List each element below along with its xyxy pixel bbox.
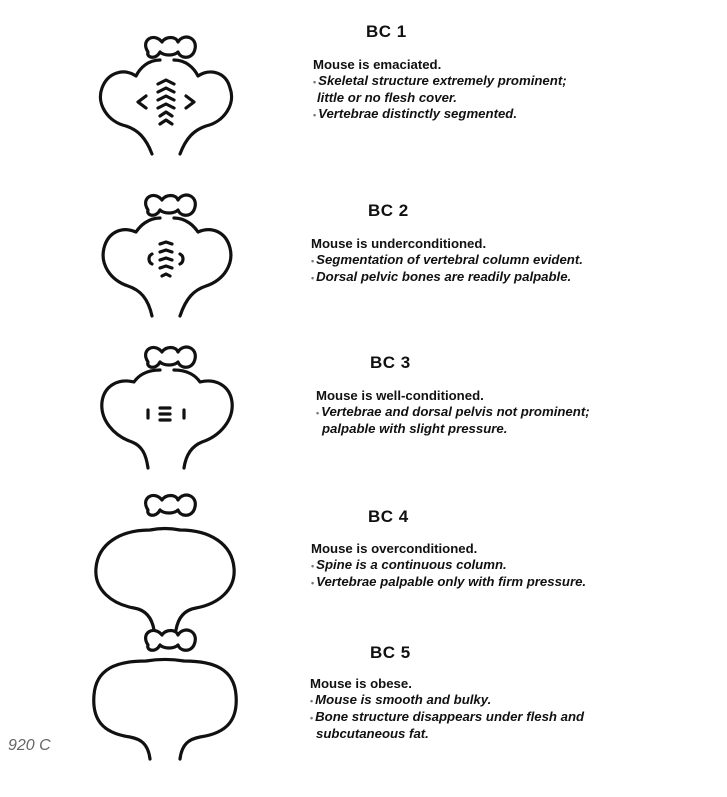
score-description-bc2: Mouse is underconditioned. •Segmentation… [311, 236, 721, 286]
score-lead-bc5: Mouse is obese. [310, 676, 720, 692]
score-bullet: little or no flesh cover. [313, 90, 713, 106]
score-bullet: •Spine is a continuous column. [311, 557, 721, 574]
score-bullet: •Dorsal pelvic bones are readily palpabl… [311, 269, 721, 286]
score-lead-bc3: Mouse is well-conditioned. [316, 388, 726, 404]
score-description-bc4: Mouse is overconditioned. •Spine is a co… [311, 541, 721, 591]
mouse-bc1-illustration [90, 30, 240, 180]
score-bullet: subcutaneous fat. [310, 726, 720, 742]
score-heading-bc3: BC 3 [370, 353, 411, 373]
score-bullet: palpable with slight pressure. [316, 421, 726, 437]
score-bullet: •Mouse is smooth and bulky. [310, 692, 720, 709]
score-description-bc1: Mouse is emaciated. •Skeletal structure … [313, 57, 713, 123]
mouse-bc3-illustration [90, 340, 240, 490]
score-heading-bc1: BC 1 [366, 22, 407, 42]
mouse-bc5-illustration [90, 625, 240, 775]
score-heading-bc4: BC 4 [368, 507, 409, 527]
mouse-bc4-illustration [90, 490, 240, 640]
side-note-text: 920 C [8, 737, 51, 755]
score-description-bc5: Mouse is obese. •Mouse is smooth and bul… [310, 676, 720, 742]
score-bullet: •Vertebrae palpable only with firm press… [311, 574, 721, 591]
score-lead-bc2: Mouse is underconditioned. [311, 236, 721, 252]
score-heading-bc5: BC 5 [370, 643, 411, 663]
score-heading-bc2: BC 2 [368, 201, 409, 221]
score-bullet: •Skeletal structure extremely prominent; [313, 73, 713, 90]
score-bullet: •Vertebrae distinctly segmented. [313, 106, 713, 123]
score-description-bc3: Mouse is well-conditioned. •Vertebrae an… [316, 388, 726, 437]
score-bullet: •Bone structure disappears under flesh a… [310, 709, 720, 726]
mouse-bc2-illustration [90, 190, 240, 340]
score-lead-bc4: Mouse is overconditioned. [311, 541, 721, 557]
score-lead-bc1: Mouse is emaciated. [313, 57, 713, 73]
score-bullet: •Segmentation of vertebral column eviden… [311, 252, 721, 269]
score-bullet: •Vertebrae and dorsal pelvis not promine… [316, 404, 726, 421]
